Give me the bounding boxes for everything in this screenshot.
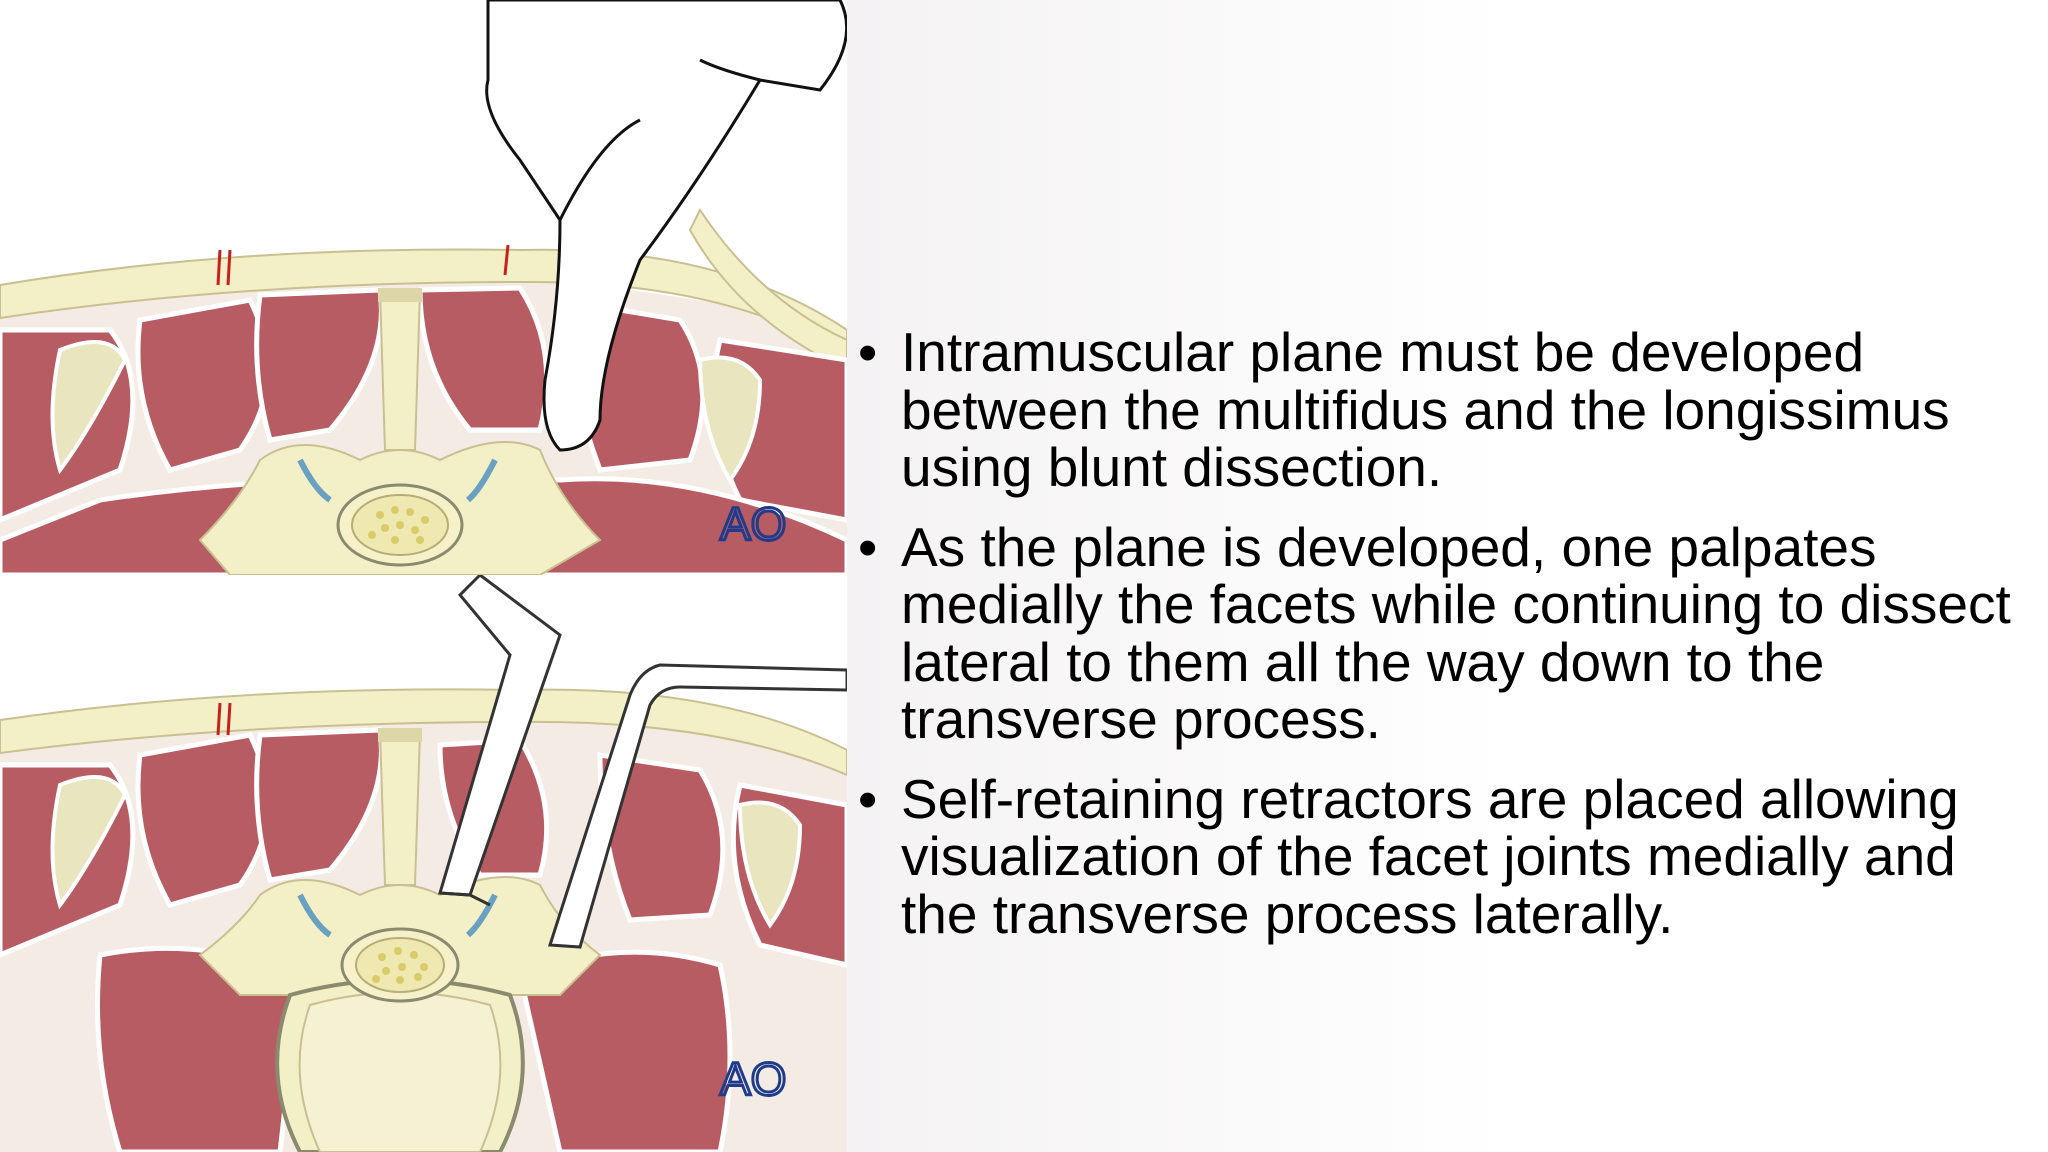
illustration-self-retaining-retractors: AO (0, 575, 847, 1152)
bullet-item: • Intramuscular plane must be developed … (858, 321, 2018, 498)
slide-background (847, 0, 2048, 1152)
bullet-text: As the plane is developed, one palpates … (901, 515, 2011, 750)
bullet-list: • Intramuscular plane must be developed … (858, 321, 2018, 965)
bullet-item: • Self-retaining retractors are placed a… (858, 767, 2018, 945)
retractor-right-blade (547, 663, 847, 949)
ao-logo: AO (720, 498, 786, 550)
muscle-multifidus-right (417, 285, 550, 433)
bullet-text: Intramuscular plane must be developed be… (901, 321, 1950, 498)
bullet-dot: • (858, 321, 878, 383)
finger-drawing (485, 0, 847, 452)
ao-logo: AO (720, 1053, 786, 1105)
bullet-text: Self-retaining retractors are placed all… (901, 767, 1959, 945)
bullet-item: • As the plane is developed, one palpate… (858, 515, 2018, 750)
bullet-dot: • (858, 767, 878, 830)
bullet-dot: • (858, 515, 878, 578)
illustration-finger-dissection: AO (0, 0, 847, 575)
